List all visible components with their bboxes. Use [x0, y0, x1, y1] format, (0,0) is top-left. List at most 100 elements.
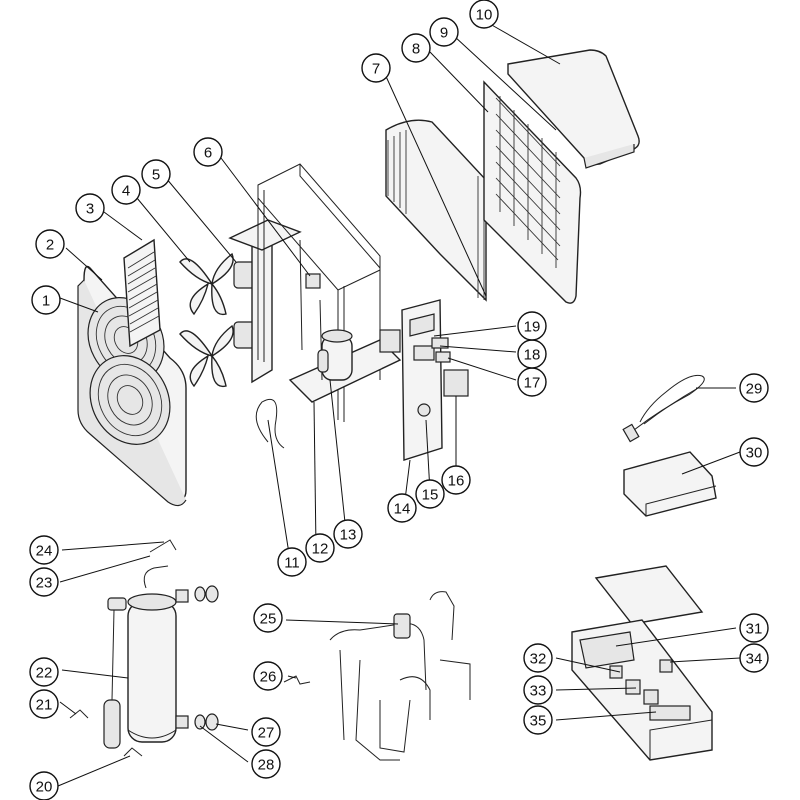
callout-5: 5 — [141, 159, 171, 189]
heat-exchanger — [69, 539, 219, 757]
chassis-frame — [257, 163, 402, 422]
callout-circle — [387, 493, 417, 523]
callout-number: 27 — [258, 725, 275, 742]
callout-circle — [251, 749, 281, 779]
callout-number: 7 — [372, 61, 380, 78]
callout-14: 14 — [387, 493, 417, 523]
callout-circle — [429, 17, 459, 47]
louver-grille — [123, 238, 161, 348]
leader-lines — [57, 23, 741, 787]
callout-number: 13 — [340, 527, 357, 544]
callout-20: 20 — [29, 771, 59, 800]
callout-number: 25 — [260, 611, 277, 628]
callout-circle — [31, 285, 61, 315]
callout-number: 24 — [36, 543, 53, 560]
callout-circle — [523, 675, 553, 705]
callout-24: 24 — [29, 535, 59, 565]
callout-circle — [29, 689, 59, 719]
control-box — [571, 565, 713, 761]
copper-tube — [255, 398, 285, 449]
compressor — [317, 329, 353, 381]
evaporator-coil — [385, 119, 487, 302]
callout-circle — [253, 661, 283, 691]
callout-number: 30 — [746, 445, 763, 462]
callout-number: 29 — [746, 381, 763, 398]
callout-number: 31 — [746, 621, 763, 638]
callout-number: 22 — [36, 665, 53, 682]
callout-circle — [29, 535, 59, 565]
callout-number: 4 — [122, 183, 130, 200]
callout-number: 6 — [204, 145, 212, 162]
callout-30: 30 — [739, 437, 769, 467]
callout-circle — [29, 567, 59, 597]
callout-32: 32 — [523, 643, 553, 673]
callout-9: 9 — [429, 17, 459, 47]
callout-number: 35 — [530, 713, 547, 730]
callout-28: 28 — [251, 749, 281, 779]
callout-27: 27 — [251, 717, 281, 747]
callout-circle — [739, 643, 769, 673]
callouts: 1234567891011121314151617181920212223242… — [29, 0, 769, 800]
callout-circle — [35, 229, 65, 259]
callout-circle — [253, 603, 283, 633]
callout-34: 34 — [739, 643, 769, 673]
top-cover — [507, 49, 640, 169]
fan-blades — [179, 252, 234, 388]
callout-circle — [739, 373, 769, 403]
callout-circle — [75, 193, 105, 223]
callout-number: 26 — [260, 669, 277, 686]
callout-circle — [277, 547, 307, 577]
callout-number: 2 — [46, 237, 54, 254]
callout-16: 16 — [441, 465, 471, 495]
callout-18: 18 — [517, 339, 547, 369]
callout-1: 1 — [31, 285, 61, 315]
callout-circle — [469, 0, 499, 29]
callout-21: 21 — [29, 689, 59, 719]
callout-number: 33 — [530, 683, 547, 700]
fan-guard-lower — [89, 355, 171, 445]
callout-circle — [415, 479, 445, 509]
callout-circle — [517, 311, 547, 341]
callout-number: 28 — [258, 757, 275, 774]
callout-33: 33 — [523, 675, 553, 705]
callout-number: 15 — [422, 487, 439, 504]
callout-number: 18 — [524, 347, 541, 364]
callout-circle — [441, 465, 471, 495]
callout-number: 16 — [448, 473, 465, 490]
callout-6: 6 — [193, 137, 223, 167]
callout-number: 8 — [412, 41, 420, 58]
callout-circle — [111, 175, 141, 205]
callout-number: 11 — [284, 555, 300, 572]
cover-pad — [623, 451, 717, 517]
callout-number: 17 — [524, 375, 541, 392]
power-cable — [622, 374, 705, 443]
callout-number: 21 — [36, 697, 53, 714]
callout-number: 14 — [394, 501, 411, 518]
callout-circle — [401, 33, 431, 63]
callout-3: 3 — [75, 193, 105, 223]
callout-4: 4 — [111, 175, 141, 205]
callout-number: 5 — [152, 167, 160, 184]
callout-number: 3 — [86, 201, 94, 218]
callout-circle — [523, 643, 553, 673]
callout-circle — [29, 771, 59, 800]
callout-13: 13 — [333, 519, 363, 549]
callout-number: 1 — [42, 293, 50, 310]
callout-circle — [523, 705, 553, 735]
callout-31: 31 — [739, 613, 769, 643]
callout-8: 8 — [401, 33, 431, 63]
callout-35: 35 — [523, 705, 553, 735]
electrical-panel — [379, 299, 469, 461]
callout-25: 25 — [253, 603, 283, 633]
callout-circle — [739, 613, 769, 643]
callout-number: 10 — [476, 7, 493, 24]
callout-29: 29 — [739, 373, 769, 403]
callout-number: 12 — [312, 541, 329, 558]
callout-circle — [29, 657, 59, 687]
callout-23: 23 — [29, 567, 59, 597]
callout-circle — [251, 717, 281, 747]
callout-circle — [361, 53, 391, 83]
callout-15: 15 — [415, 479, 445, 509]
callout-circle — [739, 437, 769, 467]
